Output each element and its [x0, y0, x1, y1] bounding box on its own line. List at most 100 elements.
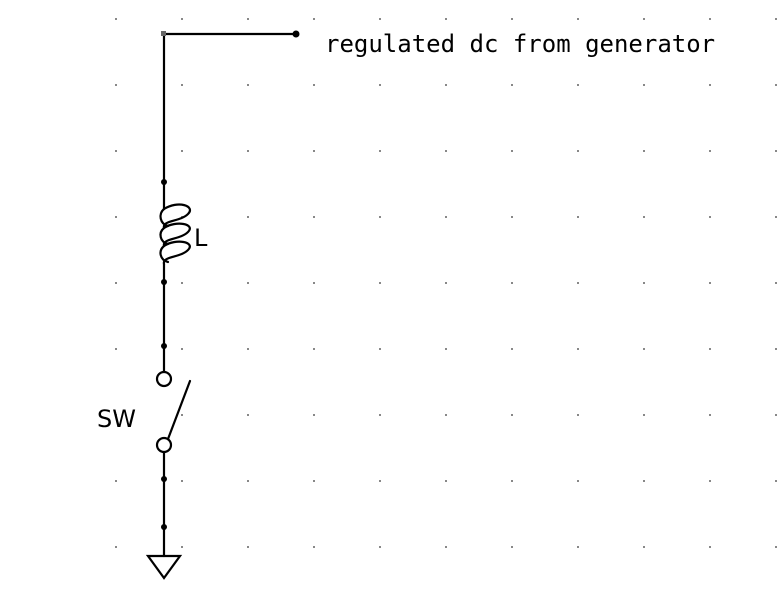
grid-dot — [313, 546, 315, 548]
grid-dot — [643, 18, 645, 20]
grid-dot — [379, 480, 381, 482]
grid-dot — [775, 84, 777, 86]
grid-dot — [709, 348, 711, 350]
grid-dot — [445, 282, 447, 284]
grid-dot — [181, 414, 183, 416]
grid-dot — [577, 84, 579, 86]
grid-dot — [115, 216, 117, 218]
grid-dot — [445, 348, 447, 350]
grid-dot — [511, 546, 513, 548]
grid-dot — [775, 150, 777, 152]
grid-dot — [709, 414, 711, 416]
grid-dot — [247, 18, 249, 20]
grid-dot — [577, 18, 579, 20]
grid-dot — [445, 414, 447, 416]
grid-dot — [379, 150, 381, 152]
inductor-l[interactable] — [159, 179, 191, 285]
grid-dot — [247, 150, 249, 152]
grid-dot — [709, 282, 711, 284]
grid-dot — [709, 150, 711, 152]
switch-sw[interactable] — [155, 280, 192, 558]
grid-dot — [247, 282, 249, 284]
grid-dot — [313, 414, 315, 416]
grid-dot — [577, 150, 579, 152]
grid-dot — [577, 282, 579, 284]
grid-dot — [115, 348, 117, 350]
switch-top-contact — [155, 370, 173, 388]
grid-dot — [511, 414, 513, 416]
grid-dot — [313, 150, 315, 152]
grid-dot — [445, 216, 447, 218]
grid-dot — [709, 18, 711, 20]
grid-dot — [445, 84, 447, 86]
grid-dot — [181, 480, 183, 482]
grid-dot — [775, 18, 777, 20]
grid-dot — [115, 18, 117, 20]
grid-dot — [181, 546, 183, 548]
grid-dot — [577, 546, 579, 548]
grid-dot — [643, 546, 645, 548]
grid-dot — [511, 282, 513, 284]
grid-dot — [643, 414, 645, 416]
grid-dot — [247, 348, 249, 350]
grid-dot — [511, 348, 513, 350]
grid-dot — [643, 348, 645, 350]
grid-dot — [511, 216, 513, 218]
grid-dot — [313, 216, 315, 218]
grid-dot — [775, 348, 777, 350]
grid-dot — [115, 150, 117, 152]
grid-dot — [577, 480, 579, 482]
grid-dot — [115, 414, 117, 416]
grid-dot — [511, 18, 513, 20]
grid-dot — [511, 150, 513, 152]
grid-dot — [643, 84, 645, 86]
grid-dot — [379, 18, 381, 20]
grid-dot — [775, 480, 777, 482]
grid-dot — [445, 480, 447, 482]
grid-dot — [511, 480, 513, 482]
grid-dot — [775, 282, 777, 284]
grid-dot — [775, 414, 777, 416]
grid-dot — [577, 348, 579, 350]
grid-dot — [709, 216, 711, 218]
grid-dots — [115, 18, 777, 548]
grid-dot — [181, 282, 183, 284]
grid-dot — [775, 546, 777, 548]
grid-dot — [247, 84, 249, 86]
grid-dot — [379, 546, 381, 548]
grid-dot — [247, 414, 249, 416]
grid-dot — [313, 480, 315, 482]
grid-dot — [313, 348, 315, 350]
grid-dot — [313, 282, 315, 284]
grid-dot — [181, 150, 183, 152]
grid-dot — [247, 546, 249, 548]
grid-dot — [115, 84, 117, 86]
grid-dot — [709, 546, 711, 548]
grid-dot — [379, 348, 381, 350]
switch-label: SW — [97, 405, 136, 433]
switch-blade — [166, 379, 192, 441]
grid-dot — [445, 18, 447, 20]
grid-dot — [247, 216, 249, 218]
supply-label: regulated dc from generator — [325, 30, 715, 58]
grid-dot — [379, 282, 381, 284]
grid-dot — [115, 480, 117, 482]
grid-dot — [643, 216, 645, 218]
grid-dot — [379, 414, 381, 416]
grid-dot — [181, 348, 183, 350]
grid-dot — [181, 84, 183, 86]
grid-dot — [709, 480, 711, 482]
grid-dot — [445, 150, 447, 152]
grid-dot — [643, 150, 645, 152]
grid-dot — [709, 84, 711, 86]
ground-symbol[interactable] — [145, 554, 183, 580]
switch-bottom-contact — [155, 436, 173, 454]
supply-terminal[interactable] — [292, 30, 300, 38]
grid-dot — [247, 480, 249, 482]
grid-dot — [181, 18, 183, 20]
grid-dot — [643, 282, 645, 284]
grid-dot — [511, 84, 513, 86]
grid-dot — [313, 84, 315, 86]
grid-dot — [115, 282, 117, 284]
